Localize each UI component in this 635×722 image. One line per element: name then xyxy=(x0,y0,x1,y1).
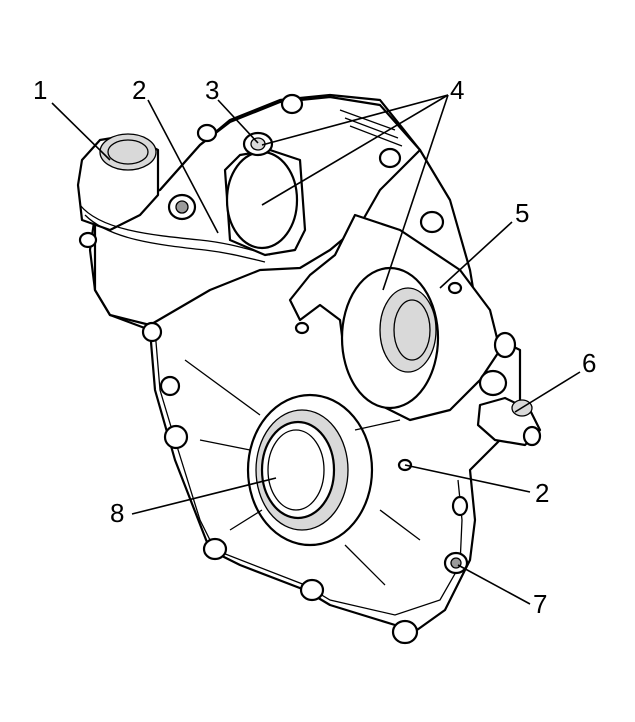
perimeter-bolt-1 xyxy=(141,321,163,343)
leader-2a xyxy=(147,99,219,234)
leader-8 xyxy=(131,477,277,515)
top-ribs xyxy=(339,109,403,147)
water-pump-bore-core xyxy=(393,299,431,361)
perimeter-bolt-2 xyxy=(159,375,181,397)
leader-1 xyxy=(51,102,111,161)
flange-bolt-1 xyxy=(294,321,310,335)
flange-bolt-5 xyxy=(493,331,517,359)
callout-2-right: 2 xyxy=(535,478,549,508)
bolt-boss-right-mid xyxy=(419,210,445,234)
perimeter-bolt-4 xyxy=(202,537,228,561)
leader-4b xyxy=(261,94,449,206)
crank-seal-lip xyxy=(260,420,336,520)
leader-2b xyxy=(404,464,531,493)
bolt-boss-right-top xyxy=(378,147,402,169)
perimeter-bolt-7 xyxy=(451,495,469,517)
callout-6: 6 xyxy=(582,348,596,378)
bolt-boss-far-left xyxy=(78,231,98,249)
crank-seal-bore xyxy=(267,429,325,511)
bolt-boss-left-hole xyxy=(175,200,189,214)
bypass-line-inner xyxy=(84,214,266,263)
leader-4a xyxy=(261,94,449,146)
callout-5: 5 xyxy=(515,198,529,228)
perimeter-bolt-6 xyxy=(391,619,419,645)
water-pump-bore-inner xyxy=(379,287,437,373)
bypass-line xyxy=(79,204,271,256)
flange-bolt-4 xyxy=(478,369,508,397)
thermostat-housing-face xyxy=(225,150,299,250)
leader-4c xyxy=(382,94,449,291)
bolt-boss-top-1 xyxy=(280,93,304,115)
callout-2-top: 2 xyxy=(132,75,146,105)
coolant-inlet-bore xyxy=(107,139,149,165)
seal-ribs xyxy=(184,359,421,586)
flange-bolt-2 xyxy=(447,281,463,295)
leader-5 xyxy=(439,221,513,289)
callout-4: 4 xyxy=(450,75,464,105)
leader-7 xyxy=(457,564,531,605)
callout-7: 7 xyxy=(533,589,547,619)
bolt-boss-top-2 xyxy=(196,123,218,143)
leader-3 xyxy=(217,99,259,144)
perimeter-bolt-3 xyxy=(163,424,189,450)
perimeter-bolt-5 xyxy=(299,578,325,602)
leader-6 xyxy=(514,371,581,413)
callout-3: 3 xyxy=(205,75,219,105)
right-fitting-end xyxy=(522,425,542,447)
callout-8: 8 xyxy=(110,498,124,528)
callout-1: 1 xyxy=(33,75,47,105)
